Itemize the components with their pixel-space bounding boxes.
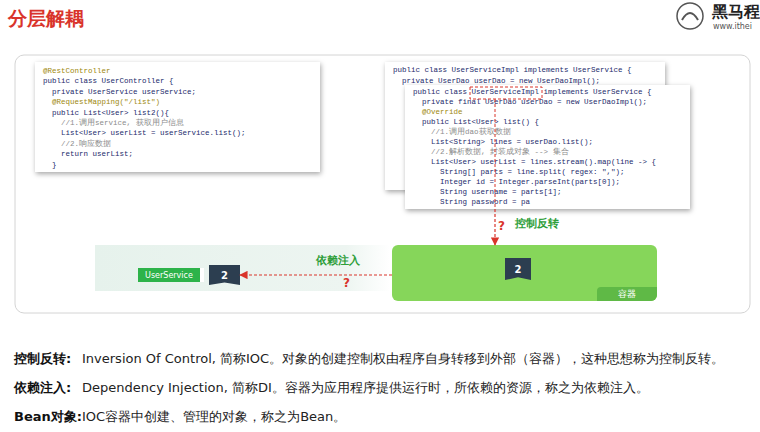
code-line: Integer id = Integer.parseInt(parts[0]); xyxy=(440,178,620,187)
logo-icon xyxy=(677,3,703,29)
term-definition: Inversion Of Control, 简称IOC。对象的创建控制权由程序自… xyxy=(82,350,724,368)
code-line: @RestController xyxy=(43,67,111,76)
code-panel: @RestControllerpublic class UserControll… xyxy=(35,62,320,172)
code-line: return userList; xyxy=(61,150,133,159)
bean-name: 2 xyxy=(515,264,522,275)
bean-tag: 2 xyxy=(209,265,240,285)
dashed-arrow xyxy=(240,274,392,275)
logo-url: www.ithei xyxy=(713,22,752,31)
code-panel: public class UserServiceImpl implements … xyxy=(405,85,690,209)
ioc-container: 容器 2 xyxy=(392,245,657,301)
dashed-arrow xyxy=(494,209,495,245)
bean-tag: UserService xyxy=(138,268,204,282)
question-mark: ? xyxy=(498,219,505,233)
code-line: List<String> lines = userDao.list(); xyxy=(431,138,593,147)
code-line: List<User> userList = userService.list()… xyxy=(61,129,246,138)
term-heading: 依赖注入: xyxy=(14,379,71,397)
edge-label: 依赖注入 xyxy=(316,253,360,268)
code-line: public List<User> list2(){ xyxy=(52,109,169,118)
code-line: //2.响应数据 xyxy=(61,140,111,149)
bean-tag: 2 xyxy=(505,258,531,280)
code-line: @Override xyxy=(422,108,463,117)
code-line: public class UserServiceImpl implements … xyxy=(413,88,652,97)
leader-line xyxy=(495,99,496,209)
code-line: //2.解析数据, 封装成对象 --> 集合 xyxy=(431,148,569,157)
term-heading: 控制反转: xyxy=(14,350,71,368)
code-line: //1.调用service, 获取用户信息 xyxy=(61,119,184,128)
term-definition: IOC容器中创建、管理的对象，称之为Bean。 xyxy=(82,408,346,426)
program-band xyxy=(95,245,390,291)
code-line: String[] parts = line.split( regex: ",")… xyxy=(440,168,625,177)
edge-label: 控制反转 xyxy=(515,216,559,231)
bean-name: 2 xyxy=(221,270,228,281)
question-mark: ? xyxy=(343,276,350,290)
container-label: 容器 xyxy=(597,287,657,301)
term-heading: Bean对象: xyxy=(14,408,82,426)
logo-text: 黑马程 xyxy=(712,2,760,23)
term-definition: Dependency Injection, 简称DI。容器为应用程序提供运行时，… xyxy=(82,379,649,397)
code-line: String password = pa xyxy=(440,198,530,207)
code-line: //1.调用dao获取数据 xyxy=(431,128,511,137)
code-line: } xyxy=(52,161,57,170)
highlight-box xyxy=(470,87,542,99)
code-line: List<User> userList = lines.stream().map… xyxy=(431,158,656,167)
bean-name: UserService xyxy=(145,271,193,280)
code-line: private UserService userService; xyxy=(52,88,196,97)
logo-icon xyxy=(682,13,698,20)
outer-panel xyxy=(15,55,750,313)
code-line: public class UserController { xyxy=(43,77,174,86)
slide-title: 分层解耦 xyxy=(8,6,84,32)
code-line: @RequestMapping("/list") xyxy=(52,98,160,107)
code-line: String username = parts[1]; xyxy=(440,188,562,197)
code-line: public class UserServiceImpl implements … xyxy=(393,66,632,75)
code-line: public List<User> list() { xyxy=(422,118,539,127)
code-line: private final UserDao userDao = new User… xyxy=(422,98,647,107)
